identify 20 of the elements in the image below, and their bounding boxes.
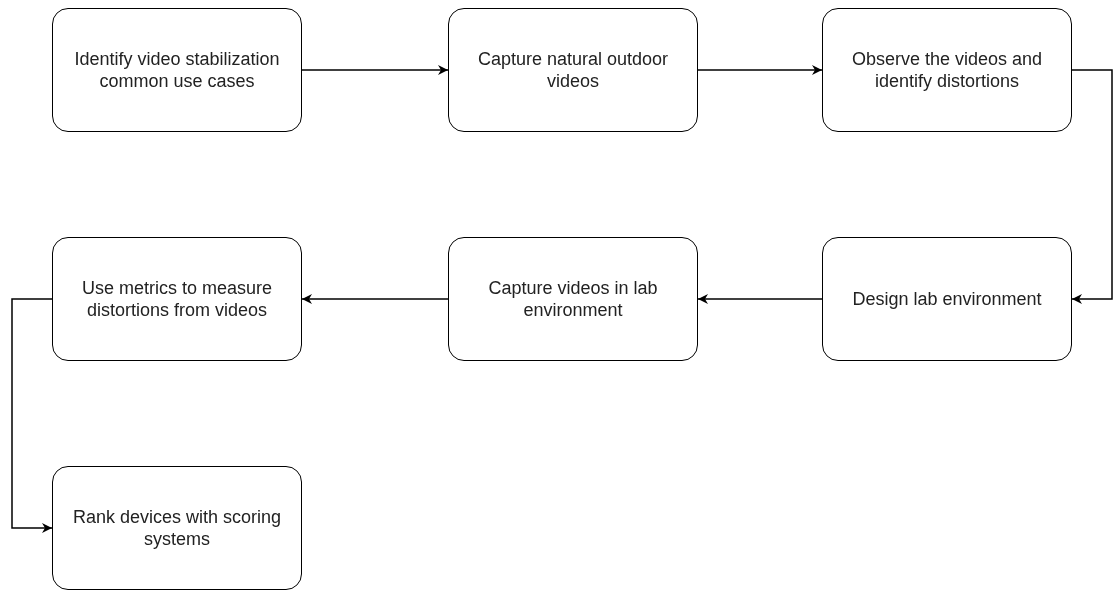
process-box — [822, 237, 1072, 361]
step-text: Capture natural outdoor videos — [476, 48, 670, 92]
process-box — [52, 237, 302, 361]
process-box — [448, 237, 698, 361]
arrow — [11, 298, 53, 533]
step-text: Identify video stabilization common use cases — [73, 48, 281, 92]
arrow — [1071, 69, 1113, 304]
step-text: Use metrics to measure distortions from videos — [80, 277, 274, 321]
process-box — [52, 8, 302, 132]
step-text: Design lab environment — [852, 288, 1042, 310]
arrow — [301, 65, 449, 75]
step-text: Rank devices with scoring systems — [71, 506, 283, 550]
process-box — [52, 466, 302, 590]
step-text: Capture videos in lab environment — [487, 277, 659, 321]
process-box — [822, 8, 1072, 132]
step-text: Observe the videos and identify distortions — [850, 48, 1044, 92]
arrow — [301, 294, 449, 304]
process-box — [448, 8, 698, 132]
arrow — [697, 294, 823, 304]
arrow — [697, 65, 823, 75]
